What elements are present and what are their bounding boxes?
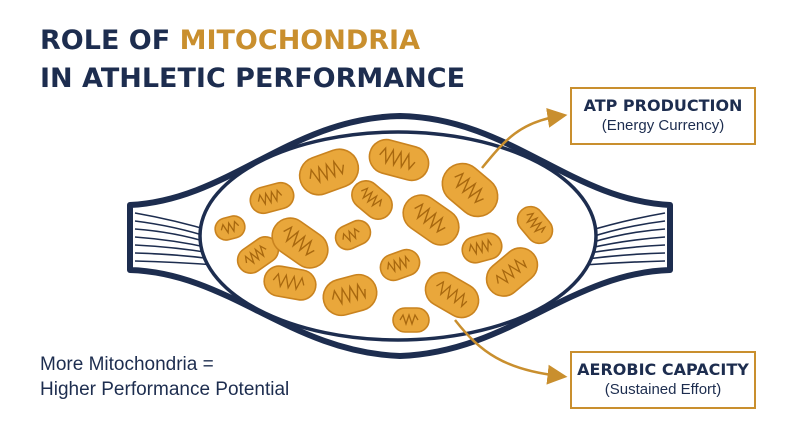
curved-arrow-to-aerobic-icon — [454, 319, 568, 385]
mitochondrion — [461, 232, 503, 264]
aerobic-heading: AEROBIC CAPACITY — [577, 360, 749, 379]
title-accent: MITOCHONDRIA — [179, 25, 420, 56]
mitochondrion — [298, 148, 360, 196]
mitochondrion — [322, 273, 378, 317]
aerobic-capacity-callout: AEROBIC CAPACITY (Sustained Effort) — [570, 351, 756, 409]
title-line2: IN ATHLETIC PERFORMANCE — [40, 63, 466, 94]
mitochondrion — [249, 181, 295, 215]
title-prefix: ROLE OF — [40, 25, 180, 56]
mitochondrion — [402, 194, 460, 246]
muscle-sheath-outer — [127, 113, 673, 359]
tagline-line1: More Mitochondria = — [40, 354, 214, 375]
mitochondria-cluster — [214, 138, 554, 333]
curved-arrow-to-atp-icon — [481, 107, 568, 169]
mitochondrion — [485, 247, 539, 297]
aerobic-subtext: (Sustained Effort) — [604, 381, 722, 398]
mitochondrion — [334, 219, 372, 251]
mitochondrion — [271, 217, 329, 269]
atp-production-callout: ATP PRODUCTION (Energy Currency) — [570, 87, 756, 145]
mitochondrion — [516, 205, 554, 245]
mitochondrion — [263, 265, 317, 301]
mitochondrion — [424, 271, 480, 319]
atp-heading: ATP PRODUCTION — [583, 96, 743, 115]
mitochondrion — [368, 138, 430, 182]
tendon-right — [583, 212, 666, 266]
atp-subtext: (Energy Currency) — [601, 117, 725, 134]
performance-tagline: More Mitochondria = Higher Performance P… — [40, 352, 289, 402]
mitochondrion — [441, 162, 499, 218]
mitochondrion — [214, 215, 246, 241]
mitochondrion — [392, 307, 430, 333]
mitochondrion — [351, 180, 393, 220]
page-title: ROLE OF MITOCHONDRIA IN ATHLETIC PERFORM… — [40, 22, 465, 98]
tagline-line2: Higher Performance Potential — [40, 379, 290, 400]
mitochondrion — [379, 248, 421, 282]
